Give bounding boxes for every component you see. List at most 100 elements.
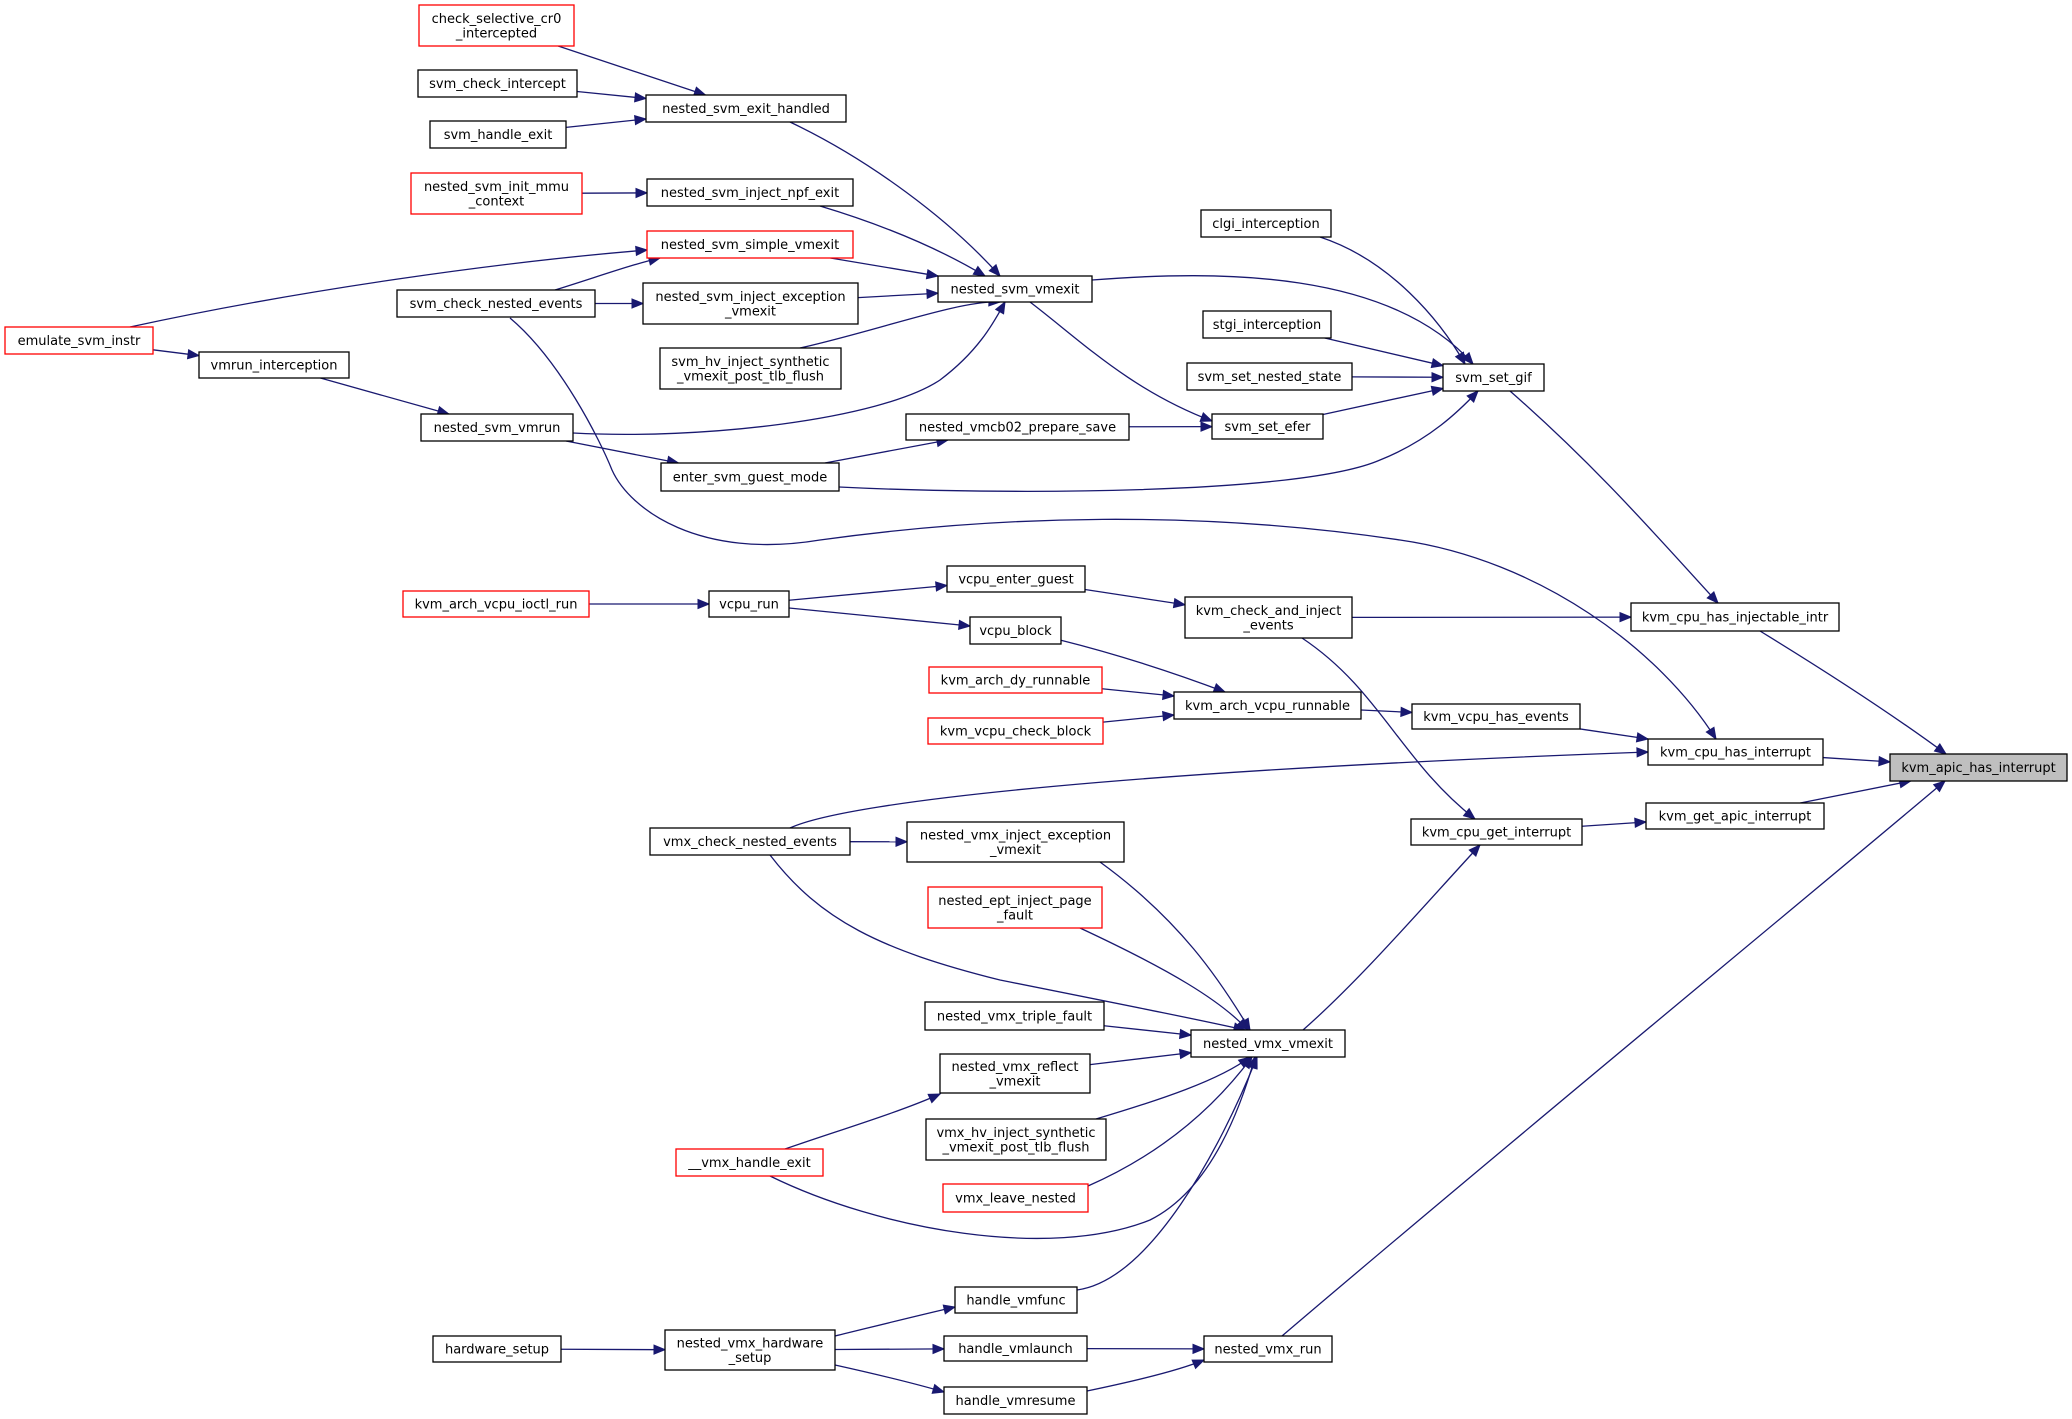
node-box (1889, 753, 2068, 782)
node-kvm-arch-vcpu-runnable[interactable]: kvm_arch_vcpu_runnable (1173, 691, 1362, 720)
edge-line (789, 751, 1649, 829)
node-root[interactable]: kvm_apic_has_interrupt (1889, 753, 2068, 782)
node-box (418, 4, 575, 47)
edge-line (788, 607, 971, 627)
node-check-selective-cr0[interactable]: check_selective_cr0_intercepted (418, 4, 575, 47)
node-nested-vmx-hardware-setup[interactable]: nested_vmx_hardware_setup (664, 1329, 836, 1371)
arrow-head-icon (972, 265, 987, 277)
edge-line (769, 1056, 1256, 1240)
node-box (1184, 596, 1353, 639)
node-vcpu-enter-guest[interactable]: vcpu_enter_guest (946, 565, 1086, 593)
node-box (1202, 310, 1332, 339)
node-vmrun-interception[interactable]: vmrun_interception (198, 351, 350, 379)
node-nested-svm-init-mmu-context[interactable]: nested_svm_init_mmu_context (410, 172, 583, 215)
node-kvm-cpu-has-injectable-intr[interactable]: kvm_cpu_has_injectable_intr (1630, 602, 1840, 632)
node-svm-set-nested-state[interactable]: svm_set_nested_state (1186, 362, 1353, 391)
node-label: _events (1242, 618, 1294, 633)
call-edge (830, 257, 940, 280)
node-kvm-vcpu-has-events[interactable]: kvm_vcpu_has_events (1411, 703, 1581, 730)
node-nested-vmcb02-prepare-save[interactable]: nested_vmcb02_prepare_save (905, 413, 1130, 441)
edge-line (1102, 714, 1175, 723)
edges-layer (129, 45, 1948, 1394)
node-vmx-leave-nested[interactable]: vmx_leave_nested (942, 1183, 1089, 1213)
node-label: _setup (728, 1351, 772, 1366)
node-handle-vmfunc[interactable]: handle_vmfunc (954, 1286, 1078, 1314)
node-box (1442, 363, 1545, 392)
node-svm-hv-inject-synthetic[interactable]: svm_hv_inject_synthetic_vmexit_post_tlb_… (659, 347, 842, 390)
node-nested-svm-inject-exception-vmexit[interactable]: nested_svm_inject_exception_vmexit (642, 282, 859, 325)
node-svm-handle-exit[interactable]: svm_handle_exit (429, 120, 567, 149)
node-nested-svm-vmrun[interactable]: nested_svm_vmrun (420, 413, 574, 442)
node-label: clgi_interception (1212, 217, 1319, 232)
node-handle-vmresume[interactable]: handle_vmresume (943, 1386, 1088, 1415)
call-edge (1086, 1359, 1206, 1392)
call-edge (581, 187, 649, 199)
node-kvm-get-apic-interrupt[interactable]: kvm_get_apic_interrupt (1645, 802, 1825, 830)
node-nested-svm-vmexit[interactable]: nested_svm_vmexit (937, 275, 1093, 303)
node-label: nested_vmx_vmexit (1203, 1037, 1333, 1052)
edge-line (1319, 236, 1466, 365)
arrow-head-icon (1462, 807, 1477, 820)
node-kvm-check-and-inject-events[interactable]: kvm_check_and_inject_events (1184, 596, 1353, 639)
node-box (946, 565, 1086, 593)
call-edge (1322, 385, 1445, 416)
node-nested-vmx-vmexit[interactable]: nested_vmx_vmexit (1190, 1029, 1346, 1058)
edge-line (1302, 844, 1481, 1031)
node-enter-svm-guest-mode[interactable]: enter_svm_guest_mode (660, 462, 840, 492)
node-vmx-handle-exit[interactable]: __vmx_handle_exit (675, 1148, 824, 1177)
node-clgi-interception[interactable]: clgi_interception (1200, 209, 1332, 238)
node-nested-vmx-inject-exception-vmexit[interactable]: nested_vmx_inject_exception_vmexit (906, 821, 1125, 863)
node-kvm-cpu-get-interrupt[interactable]: kvm_cpu_get_interrupt (1410, 818, 1583, 846)
edge-line (1099, 861, 1251, 1031)
call-edge (819, 205, 987, 277)
edge-line (857, 292, 939, 299)
node-nested-vmx-triple-fault[interactable]: nested_vmx_triple_fault (924, 1001, 1105, 1031)
call-edge (1360, 706, 1414, 718)
node-handle-vmlaunch[interactable]: handle_vmlaunch (943, 1335, 1088, 1362)
node-nested-svm-simple-vmexit[interactable]: nested_svm_simple_vmexit (646, 230, 854, 259)
edge-line (830, 257, 939, 277)
node-box (708, 590, 790, 618)
node-hardware-setup[interactable]: hardware_setup (432, 1335, 562, 1363)
call-edge (1128, 421, 1214, 432)
node-nested-svm-exit-handled[interactable]: nested_svm_exit_handled (645, 94, 847, 123)
call-edge (1301, 637, 1477, 820)
node-kvm-arch-dy-runnable[interactable]: kvm_arch_dy_runnable (928, 666, 1103, 694)
edge-line (1509, 390, 1719, 604)
node-vmx-hv-inject-synthetic[interactable]: vmx_hv_inject_synthetic_vmexit_post_tlb_… (925, 1118, 1107, 1161)
edge-line (834, 1348, 945, 1351)
call-edge (1101, 688, 1176, 701)
node-nested-vmx-run[interactable]: nested_vmx_run (1203, 1335, 1333, 1363)
node-stgi-interception[interactable]: stgi_interception (1202, 310, 1332, 339)
node-svm-set-efer[interactable]: svm_set_efer (1211, 413, 1324, 440)
node-box (928, 666, 1103, 694)
node-box (432, 1335, 562, 1363)
edge-line (819, 205, 986, 277)
arrow-head-icon (1619, 611, 1633, 623)
node-kvm-cpu-has-interrupt[interactable]: kvm_cpu_has_interrupt (1647, 738, 1824, 766)
node-label: nested_svm_init_mmu (424, 180, 569, 195)
node-nested-ept-inject-page-fault[interactable]: nested_ept_inject_page_fault (927, 886, 1103, 929)
arrow-head-icon (1461, 351, 1474, 365)
node-svm-check-nested-events[interactable]: svm_check_nested_events (396, 289, 596, 318)
node-label: kvm_get_apic_interrupt (1659, 810, 1812, 825)
node-emulate-svm-instr[interactable]: emulate_svm_instr (4, 326, 154, 355)
node-svm-check-intercept[interactable]: svm_check_intercept (417, 69, 578, 98)
node-vcpu-run[interactable]: vcpu_run (708, 590, 790, 618)
node-nested-vmx-reflect-vmexit[interactable]: nested_vmx_reflect_vmexit (939, 1053, 1091, 1094)
node-kvm-arch-vcpu-ioctl-run[interactable]: kvm_arch_vcpu_ioctl_run (402, 590, 590, 618)
node-kvm-vcpu-check-block[interactable]: kvm_vcpu_check_block (927, 717, 1104, 745)
node-box (410, 172, 583, 215)
node-label: kvm_cpu_get_interrupt (1422, 826, 1571, 841)
node-vmx-check-nested-events[interactable]: vmx_check_nested_events (649, 827, 851, 856)
node-svm-set-gif[interactable]: svm_set_gif (1442, 363, 1545, 392)
node-label: handle_vmlaunch (958, 1342, 1073, 1357)
node-vcpu-block[interactable]: vcpu_block (969, 616, 1062, 645)
call-edge (560, 1344, 667, 1355)
node-label: nested_svm_inject_exception (655, 290, 845, 305)
node-nested-svm-inject-npf-exit[interactable]: nested_svm_inject_npf_exit (646, 178, 854, 207)
node-label: vmx_hv_inject_synthetic (936, 1126, 1095, 1141)
node-box (1200, 209, 1332, 238)
arrow-head-icon (1199, 412, 1214, 422)
node-label: vcpu_block (979, 624, 1052, 639)
